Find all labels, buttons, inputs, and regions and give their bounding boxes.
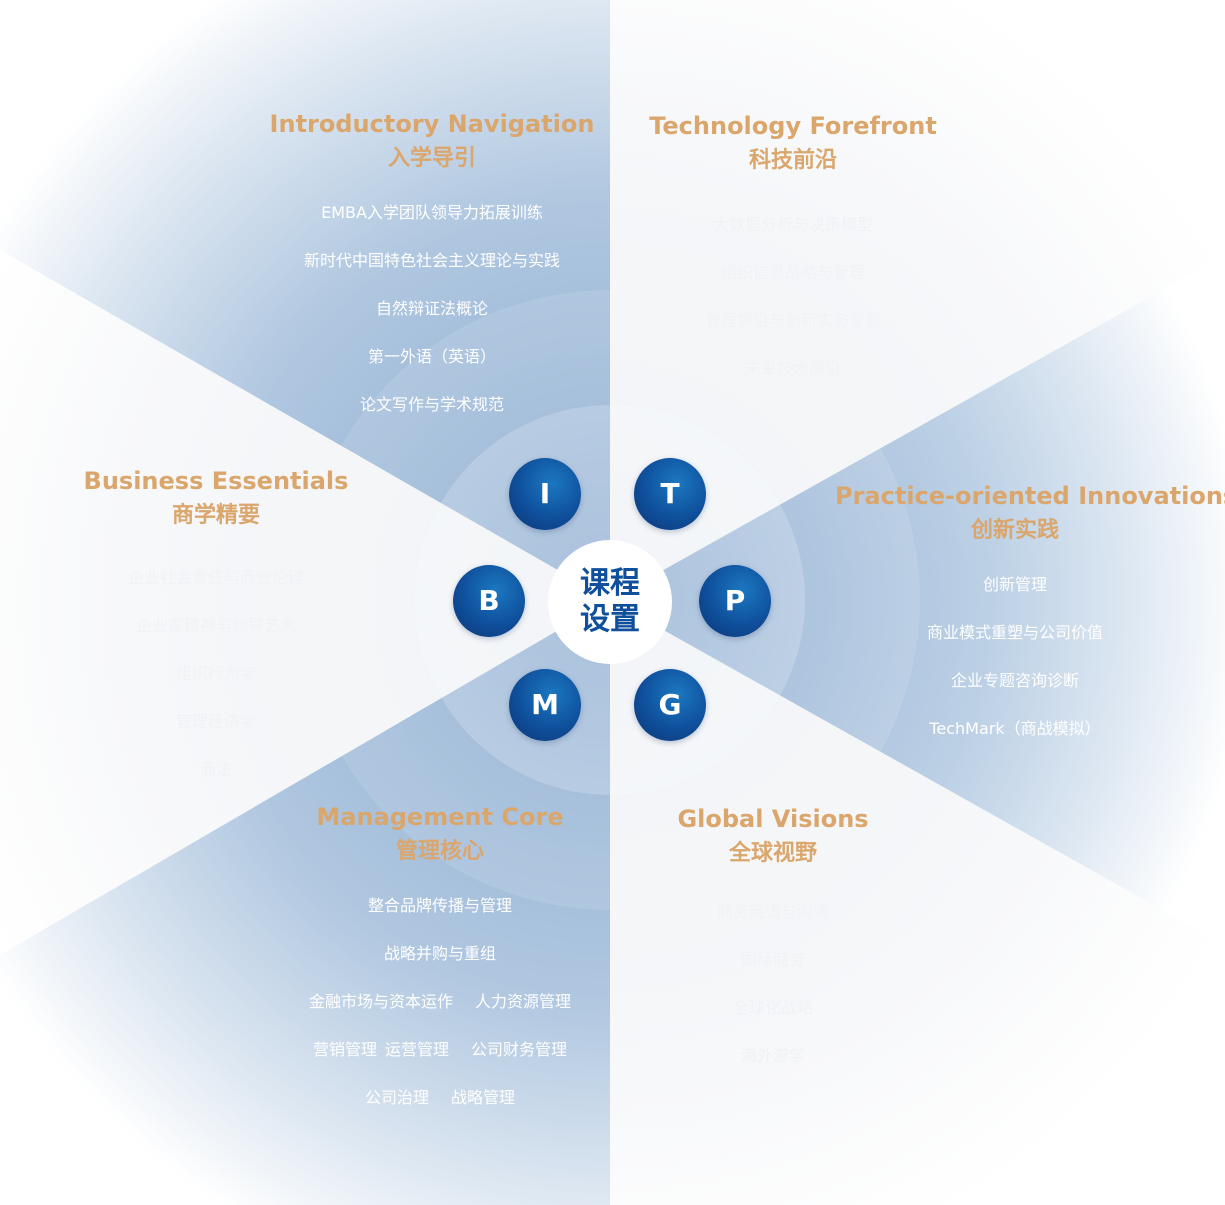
sector-title-en: Management Core bbox=[316, 803, 564, 831]
sector-title-en: Business Essentials bbox=[83, 467, 349, 495]
module-circle-m[interactable]: M bbox=[509, 669, 581, 741]
course-item: 第一外语（英语） bbox=[367, 347, 496, 366]
course-item: 战略管理 bbox=[451, 1088, 516, 1107]
course-item: 未来技术前沿 bbox=[744, 359, 841, 378]
module-circle-p[interactable]: P bbox=[699, 565, 771, 637]
sector-introductory: Introductory Navigation 入学导引 EMBA入学团队领导力… bbox=[262, 107, 602, 429]
sector-title-en: Introductory Navigation bbox=[269, 110, 595, 138]
course-item: 管理前沿与创新实务专题 bbox=[704, 311, 881, 330]
course-item: 新时代中国特色社会主义理论与实践 bbox=[303, 251, 560, 270]
course-item: 金融市场与资本运作 bbox=[308, 992, 453, 1011]
sector-global: Global Visions 全球视野 商务英语与沟通 国际商务 全球化战略 海… bbox=[623, 802, 923, 1080]
course-item: 公司财务管理 bbox=[471, 1040, 568, 1059]
sector-title-zh: 管理核心 bbox=[395, 839, 484, 864]
module-circle-i[interactable]: I bbox=[509, 458, 581, 530]
course-item: 运营管理 bbox=[384, 1040, 449, 1059]
sector-title-en: Technology Forefront bbox=[649, 112, 937, 140]
course-item: 营销管理 bbox=[312, 1040, 377, 1059]
sector-shape-practice bbox=[610, 255, 1225, 945]
sector-business: Business Essentials 商学精要 企业社会责任与商业伦理 企业家… bbox=[66, 464, 366, 794]
course-item: EMBA入学团队领导力拓展训练 bbox=[321, 203, 543, 222]
sector-shape-management bbox=[0, 600, 610, 1205]
course-item: 大数据分析与决策模型 bbox=[712, 215, 873, 234]
sector-practice: Practice-oriented Innovations 创新实践 创新管理 … bbox=[835, 479, 1225, 753]
course-item: 整合品牌传播与管理 bbox=[367, 896, 512, 915]
hub-title-line2: 设置 bbox=[580, 602, 640, 637]
sector-shape-introductory bbox=[0, 0, 610, 600]
module-circle-b[interactable]: B bbox=[453, 565, 525, 637]
course-item: 国际商务 bbox=[740, 950, 805, 969]
course-row: 金融市场与资本运作 人力资源管理 bbox=[270, 978, 610, 1026]
course-item: 人力资源管理 bbox=[475, 992, 572, 1011]
sector-technology: Technology Forefront 科技前沿 大数据分析与决策模型 组织信… bbox=[623, 109, 963, 393]
course-item: 战略并购与重组 bbox=[383, 944, 496, 963]
module-circle-t[interactable]: T bbox=[634, 458, 706, 530]
course-item: 全球化战略 bbox=[732, 998, 813, 1017]
course-item: TechMark（商战模拟） bbox=[929, 719, 1101, 738]
course-item: 商务英语与沟通 bbox=[716, 902, 829, 921]
course-item: 管理经济学 bbox=[175, 712, 256, 731]
course-item: 公司治理 bbox=[364, 1088, 429, 1107]
course-item: 海外游学 bbox=[740, 1046, 805, 1065]
sector-title-en: Practice-oriented Innovations bbox=[835, 482, 1225, 510]
hub-title-line1: 课程 bbox=[580, 566, 640, 601]
sector-title-zh: 商学精要 bbox=[171, 503, 260, 528]
sector-management: Management Core 管理核心 整合品牌传播与管理 战略并购与重组 金… bbox=[270, 800, 610, 1122]
sector-title-en: Global Visions bbox=[677, 805, 869, 833]
course-item: 论文写作与学术规范 bbox=[359, 395, 504, 414]
sector-title-zh: 创新实践 bbox=[970, 518, 1059, 543]
course-item: 组织信息战略与管理 bbox=[720, 263, 865, 282]
course-item: 商法 bbox=[199, 760, 232, 779]
sector-title-zh: 全球视野 bbox=[728, 841, 817, 866]
course-item: 自然辩证法概论 bbox=[375, 299, 488, 318]
course-row: 公司治理 战略管理 bbox=[270, 1074, 610, 1122]
module-circle-g[interactable]: G bbox=[634, 669, 706, 741]
course-item: 企业社会责任与商业伦理 bbox=[127, 568, 304, 587]
sector-title-zh: 科技前沿 bbox=[748, 148, 837, 173]
sector-title-zh: 入学导引 bbox=[387, 146, 476, 171]
course-item: 组织行为学 bbox=[175, 664, 256, 683]
course-item: 创新管理 bbox=[982, 575, 1047, 594]
course-row: 营销管理运营管理 公司财务管理 bbox=[270, 1026, 610, 1074]
center-hub: 课程 设置 bbox=[548, 540, 672, 664]
course-item: 企业专题咨询诊断 bbox=[950, 671, 1079, 690]
course-item: 商业模式重塑与公司价值 bbox=[926, 623, 1103, 642]
course-item: 企业家精神与领导艺术 bbox=[135, 616, 296, 635]
